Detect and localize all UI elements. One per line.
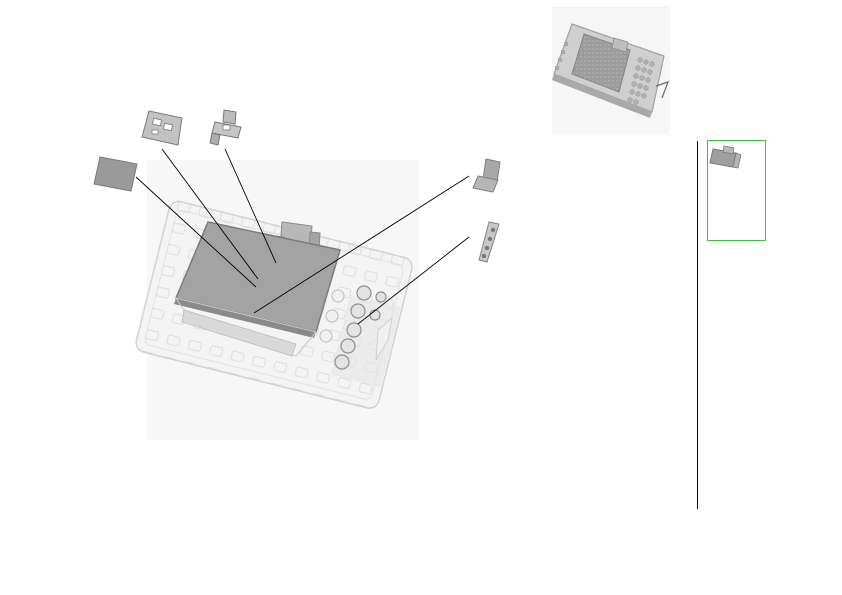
part-key-strip-board[interactable] bbox=[478, 221, 500, 263]
part-lcd-holder-frame[interactable] bbox=[141, 110, 183, 146]
flex-cable-icon bbox=[472, 158, 501, 193]
leader-flex-cable bbox=[253, 175, 470, 314]
part-cover-sheet[interactable] bbox=[93, 156, 138, 192]
reference-view-assembled-unit[interactable] bbox=[552, 6, 670, 134]
lcd-module-icon bbox=[709, 145, 742, 169]
key-strip-icon bbox=[478, 221, 500, 263]
part-connector-bracket[interactable] bbox=[209, 109, 242, 146]
housing-side-tab bbox=[375, 316, 393, 361]
leader-cover-sheet bbox=[135, 176, 257, 288]
bracket-frame-icon bbox=[141, 110, 183, 146]
connector-bracket-icon bbox=[209, 109, 242, 146]
key-column bbox=[319, 285, 401, 388]
lcd-plate bbox=[174, 221, 341, 357]
leader-connector-bracket bbox=[224, 148, 277, 264]
leader-lcd-holder-frame bbox=[161, 148, 259, 280]
part-flex-cable[interactable] bbox=[472, 158, 501, 193]
control-panel-assembly[interactable] bbox=[134, 160, 419, 440]
operation-panel-icon bbox=[552, 23, 670, 118]
grey-sheet-icon bbox=[93, 156, 138, 192]
leader-lines bbox=[135, 148, 470, 325]
leader-key-strip-board bbox=[357, 236, 470, 325]
selected-part-thumbnail[interactable] bbox=[707, 140, 766, 241]
